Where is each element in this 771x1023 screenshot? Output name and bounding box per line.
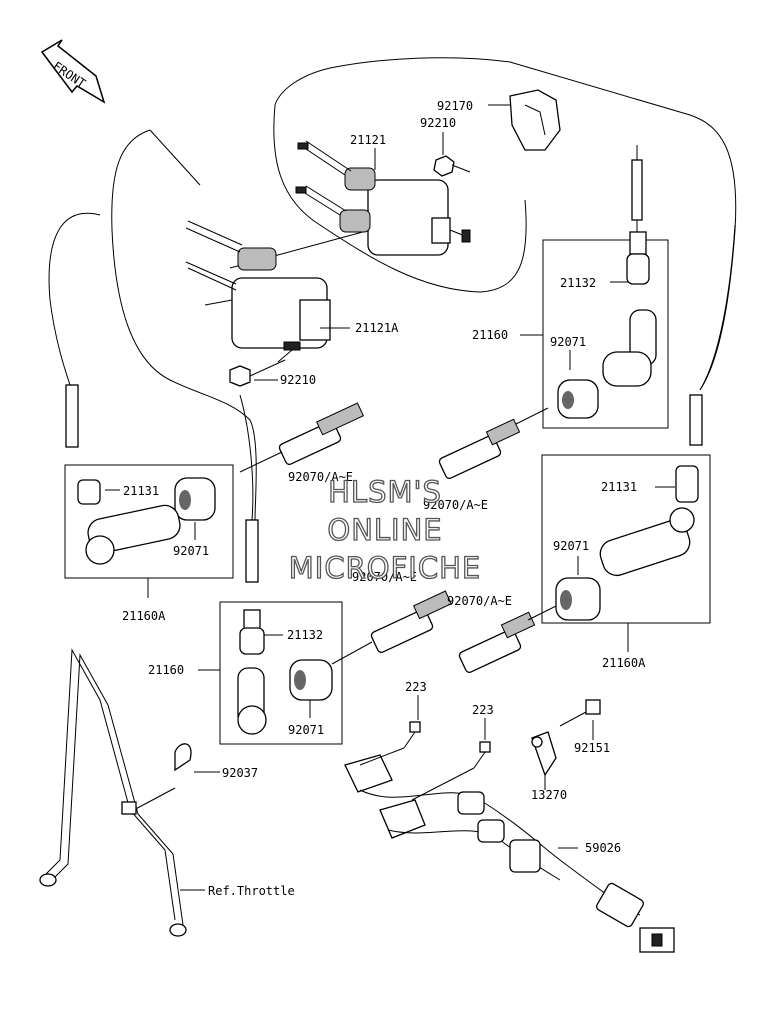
label-21160A-left: 21160A [122,609,166,623]
label-92210-bottom: 92210 [280,373,316,387]
box-21160-bottom [219,601,343,745]
plug-wire-right-lower [689,224,736,446]
plug-cap-elbow-bottom [237,667,267,735]
label-223-a: 223 [405,680,427,694]
bracket-92037 [39,648,192,937]
label-ref-throttle: Ref.Throttle [208,884,295,898]
callout-leaders [105,104,675,891]
plug-cap-21131-left [77,479,101,505]
spark-plug-right [458,603,561,673]
bolt-92151 [559,699,601,727]
ignition-coil-rear [295,140,471,256]
box-21160-upper-right [542,239,669,429]
plug-cap-elbow-left [85,504,181,565]
label-21121: 21121 [350,133,386,147]
screw-223-a [359,721,421,766]
plug-cap-21132-bottom [239,609,265,655]
label-92071-right: 92071 [550,335,586,349]
label-92151: 92151 [574,741,610,755]
label-21160A-right: 21160A [602,656,646,670]
plug-wire-left [48,212,101,448]
label-92071-bottom: 92071 [288,723,324,737]
box-21160A-left [64,464,234,579]
seal-92071-bottom [289,659,333,701]
plug-cap-21132-right [626,231,650,285]
seal-92071-right [557,379,599,419]
label-92070-center: 92070/A~E [352,570,417,584]
rear-coil-group-outline [274,57,737,391]
label-92070-mid: 92070/A~E [423,498,488,512]
seal-92071-left [174,477,216,521]
label-21160-bottom: 21160 [148,663,184,677]
front-coil-group-outline [111,129,257,521]
label-223-b: 223 [472,703,494,717]
box-21160A-right [541,454,711,624]
label-92070-left: 92070/A~E [288,470,353,484]
clamp-92170 [509,89,561,151]
watermark-line1: HLSM'S [328,475,442,509]
spark-plug-center [331,590,452,665]
spark-plug-left [239,402,365,473]
plug-cap-elbow-right-lower [599,507,695,577]
label-92170: 92170 [437,99,473,113]
label-92210-top: 92210 [420,116,456,130]
seal-92071-right-lower [555,577,601,621]
label-21132-right: 21132 [560,276,596,290]
label-92071-left: 92071 [173,544,209,558]
label-59026: 59026 [585,841,621,855]
label-21132-bottom: 21132 [287,628,323,642]
label-92037: 92037 [222,766,258,780]
screw-223-b [411,741,491,801]
bolt-92210-top [433,155,471,177]
watermark-line2: ONLINE [327,513,442,547]
front-arrow-icon: FRONT [40,39,106,104]
label-21131-right: 21131 [601,480,637,494]
plug-cap-elbow-right [602,309,657,387]
plug-cap-21131-right [675,465,699,503]
watermark-line3: MICROFICHE [289,551,481,585]
clamp-13270 [531,731,557,777]
wiring-harness-59026 [344,754,675,953]
plug-wire-center [239,394,259,583]
label-92070-right: 92070/A~E [447,594,512,608]
label-13270: 13270 [531,788,567,802]
plug-wire-right-top [631,145,643,232]
label-21131-left: 21131 [123,484,159,498]
label-92071-right-lower: 92071 [553,539,589,553]
bolt-92210-bottom [229,359,286,387]
label-21160-right: 21160 [472,328,508,342]
spark-plug-mid [438,407,549,479]
ignition-coil-front [185,220,331,363]
label-21121A: 21121A [355,321,399,335]
